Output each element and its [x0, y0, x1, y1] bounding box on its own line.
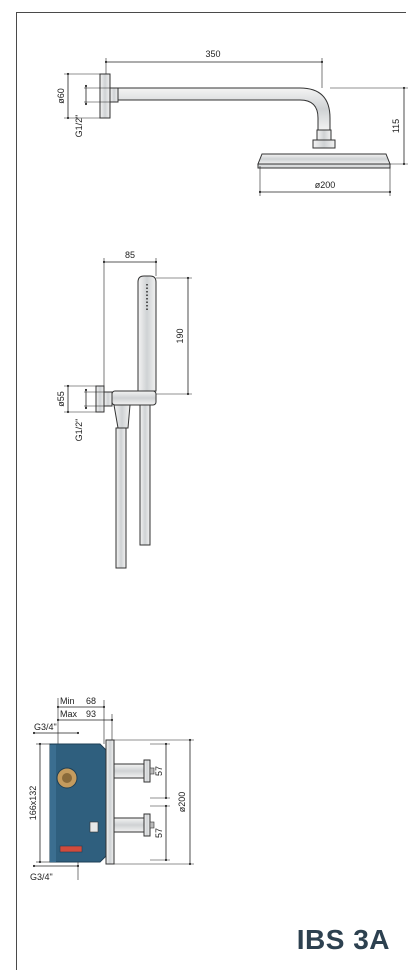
dim-body-size: 166x132 — [28, 786, 38, 821]
dim-drop-height: 115 — [391, 119, 401, 133]
dim-flange-thread: G1/2" — [74, 115, 84, 138]
cover-plate — [105, 739, 115, 865]
dim-depth-min-label: Min — [60, 696, 75, 706]
handle-bottom — [113, 817, 145, 833]
valve-assembly: Min 68 Max 93 G3/4" — [28, 696, 194, 882]
dim-thread-bottom: G3/4" — [30, 872, 53, 882]
shower-head-assembly: 350 ø60 G1/2" 115 ø200 — [56, 49, 408, 196]
dim-arm-length: 350 — [205, 49, 220, 59]
dim-outlet-thread: G1/2" — [74, 419, 84, 442]
dim-outlet-diameter: ø55 — [56, 391, 66, 407]
hand-shower-assembly: 85 190 ø55 G1/2" — [56, 250, 192, 569]
valve-body — [49, 743, 107, 863]
dim-holder-offset: 85 — [125, 250, 135, 260]
handset — [137, 275, 157, 392]
dim-depth-max-value: 93 — [86, 709, 96, 719]
dim-thread-top: G3/4" — [34, 722, 57, 732]
dim-handle-spacing-top: 57 — [154, 766, 164, 776]
holder-bracket — [111, 390, 157, 406]
sheet-frame — [16, 12, 406, 970]
dim-handset-length: 190 — [175, 328, 185, 343]
rain-head — [257, 153, 391, 165]
wall-flange — [99, 73, 111, 119]
shower-arm — [117, 87, 331, 131]
hose-right — [139, 404, 151, 546]
outlet-flange — [95, 385, 105, 413]
dim-depth-max-label: Max — [60, 709, 78, 719]
dim-plate-diameter: ø200 — [177, 792, 187, 813]
dim-flange-diameter: ø60 — [56, 88, 66, 104]
product-code: IBS 3A — [296, 924, 390, 955]
dim-handle-spacing-bottom: 57 — [154, 828, 164, 838]
hose-left — [115, 427, 127, 569]
handle-top — [113, 763, 145, 779]
dim-depth-min-value: 68 — [86, 696, 96, 706]
dim-head-diameter: ø200 — [315, 180, 336, 190]
